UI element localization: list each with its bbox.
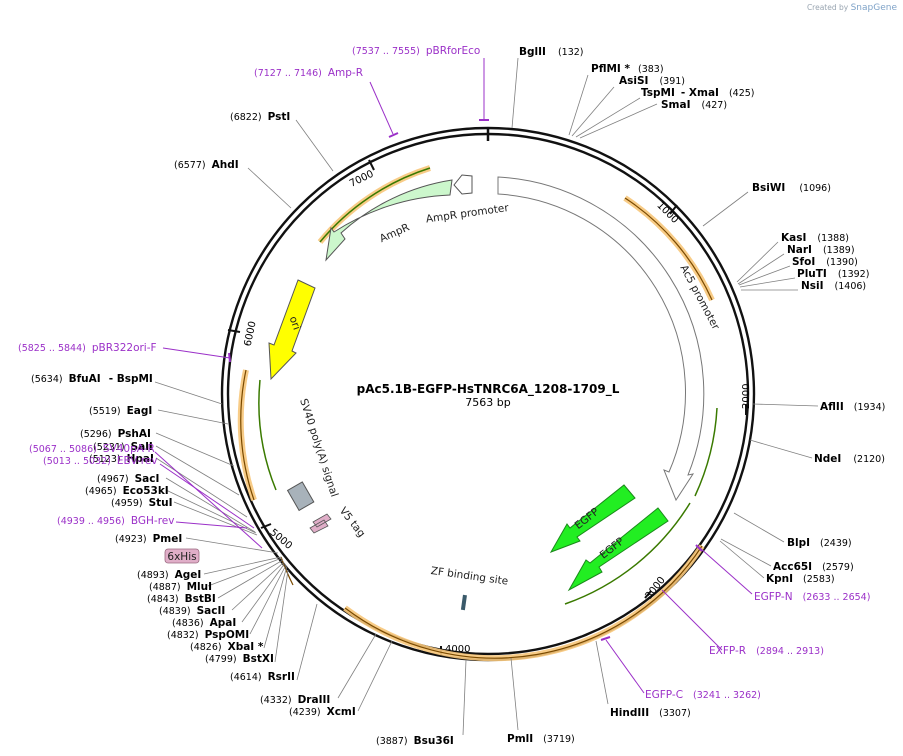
primer-egfp-n: EGFP-N(2633 .. 2654) xyxy=(754,591,870,603)
site-pmli: PmlI(3719) xyxy=(507,733,575,745)
site-rsrii: (4614)RsrII xyxy=(230,671,295,683)
site-tspmi: TspMI- XmaI(425) xyxy=(641,87,754,99)
site-sfoi: SfoI(1390) xyxy=(792,256,858,268)
sv40-polya-box xyxy=(286,481,315,512)
primer-bgh-rev: (4939 .. 4956)BGH-rev xyxy=(57,515,174,527)
snapgene-logo: SnapGene xyxy=(850,3,897,13)
primer-exfp-r: EXFP-R(2894 .. 2913) xyxy=(709,645,824,657)
site-asisi: AsiSI(391) xyxy=(619,75,685,87)
site-bsu36i: (3887)Bsu36I xyxy=(376,735,454,747)
site-sacii: (4839)SacII xyxy=(159,605,225,617)
primer-pbrforeco: (7537 .. 7555)pBRforEco xyxy=(352,45,480,57)
site-smai: SmaI(427) xyxy=(661,99,727,111)
site-bstbi: (4843)BstBI xyxy=(147,593,216,605)
site-bglii: BglII(132) xyxy=(519,46,583,58)
site-pflmi: PflMI *(383) xyxy=(591,63,664,75)
site-eagi: (5519)EagI xyxy=(89,405,152,417)
site-nari: NarI(1389) xyxy=(787,244,855,256)
primer-labels: (7537 .. 7555)pBRforEco (7127 .. 7146)Am… xyxy=(18,45,870,701)
site-kpni: KpnI(2583) xyxy=(766,573,835,585)
snapgene-credit: Created by SnapGene xyxy=(807,3,897,13)
site-saci: (4967)SacI xyxy=(97,473,159,485)
tick-label-4000: 4000 xyxy=(445,644,470,655)
site-kasi: KasI(1388) xyxy=(781,232,849,244)
feature-label-ori: ori xyxy=(287,315,303,332)
site-bfuai: (5634)BfuAI- BspMI xyxy=(31,373,153,385)
site-pmei: (4923)PmeI xyxy=(115,533,182,545)
primer-leader-lines xyxy=(154,58,753,694)
credit-prefix: Created by xyxy=(806,3,849,12)
feature-label-v5: V5 tag xyxy=(337,505,368,540)
primer-ebv-rev: (5013 .. 5032)EBV-rev xyxy=(43,455,158,467)
ori-arrow xyxy=(268,279,316,381)
site-psti: (6822)PstI xyxy=(230,111,290,123)
egfp-arrow-2 xyxy=(567,507,669,592)
ampr-promoter-arrow xyxy=(453,174,473,195)
tick-label-2000: 2000 xyxy=(741,384,752,409)
plasmid-length: 7563 bp xyxy=(465,396,510,409)
orf-arcs xyxy=(237,165,718,662)
site-nsii: NsiI(1406) xyxy=(801,280,866,292)
ampr-arrow xyxy=(325,179,453,262)
site-bstxi: (4799)BstXI xyxy=(205,653,274,665)
site-eco53ki: (4965)Eco53kI xyxy=(85,485,169,497)
site-agei: (4893)AgeI xyxy=(137,569,201,581)
site-aflii: AflII(1934) xyxy=(820,401,885,413)
site-acc65i: Acc65I(2579) xyxy=(773,561,854,573)
site-pluti: PluTI(1392) xyxy=(797,268,869,280)
site-hindiii: HindIII(3307) xyxy=(610,707,691,719)
primer-sv40pa-r: (5067 .. 5086)SV40pA-R xyxy=(29,443,155,455)
site-mlui: (4887)MluI xyxy=(149,581,212,593)
tick-label-6000: 6000 xyxy=(243,320,259,347)
zf-binding-site-box xyxy=(460,594,467,611)
site-sali: (5231)SalI xyxy=(93,441,153,453)
egfp-arrow-1 xyxy=(549,484,636,553)
ac5-promoter-arrow xyxy=(497,176,705,502)
v5-tag-arrow xyxy=(309,513,332,534)
plasmid-name: pAc5.1B-EGFP-HsTNRC6A_1208-1709_L xyxy=(357,382,620,397)
feature-label-zf-binding-site: ZF binding site xyxy=(430,565,509,588)
site-stui: (4959)StuI xyxy=(111,497,173,509)
site-apai: (4836)ApaI xyxy=(172,617,236,629)
restriction-site-labels: BglII(132) PflMI *(383) AsiSI(391) TspMI… xyxy=(31,46,885,747)
primer-amp-r: (7127 .. 7146)Amp-R xyxy=(254,67,363,79)
site-draiii: (4332)DraIII xyxy=(260,694,330,706)
site-bsiwi: BsiWI(1096) xyxy=(752,182,831,194)
feature-label-ampr: AmpR xyxy=(378,221,412,245)
site-blpi: BlpI(2439) xyxy=(787,537,852,549)
site-xbai: (4826)XbaI * xyxy=(190,641,264,653)
site-ahdi: (6577)AhdI xyxy=(174,159,239,171)
his-tag-label: 6xHis xyxy=(167,551,196,563)
feature-label-ampr-promoter: AmpR promoter xyxy=(425,202,510,226)
site-ndei: NdeI(2120) xyxy=(814,453,885,465)
site-pspomi: (4832)PspOMI xyxy=(167,629,249,641)
site-pshai: (5296)PshAI xyxy=(80,428,151,440)
site-hpai: (5123)HpaI xyxy=(89,453,154,465)
site-leader-lines xyxy=(154,57,819,736)
site-xcmi: (4239)XcmI xyxy=(289,706,356,718)
his-tag-badge xyxy=(164,548,200,564)
primer-egfp-c: EGFP-C(3241 .. 3262) xyxy=(645,689,761,701)
primer-pbr322ori-f: (5825 .. 5844)pBR322ori-F xyxy=(18,342,157,354)
